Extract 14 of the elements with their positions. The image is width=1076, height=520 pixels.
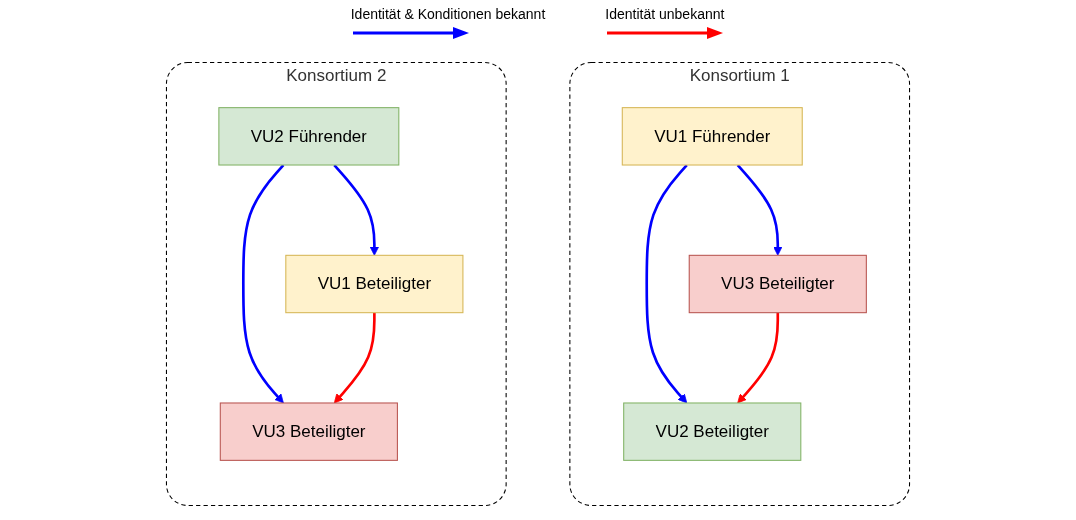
node-box: VU2 Beteiligter <box>623 402 802 461</box>
arrow <box>333 312 376 404</box>
node-box: VU2 Führender <box>218 107 400 166</box>
legend-text: Identität unbekannt <box>605 6 725 22</box>
legend-text: Identität & Konditionen bekannt <box>350 6 546 22</box>
node-box: VU3 Beteiligter <box>219 402 398 461</box>
arrow <box>242 164 285 404</box>
node-box: VU1 Führender <box>621 107 803 166</box>
node-box: VU1 Beteiligter <box>285 254 464 314</box>
arrow <box>737 312 780 404</box>
arrow <box>736 164 783 256</box>
arrow <box>333 164 380 256</box>
arrow <box>645 164 688 404</box>
node-box: VU3 Beteiligter <box>688 254 867 314</box>
